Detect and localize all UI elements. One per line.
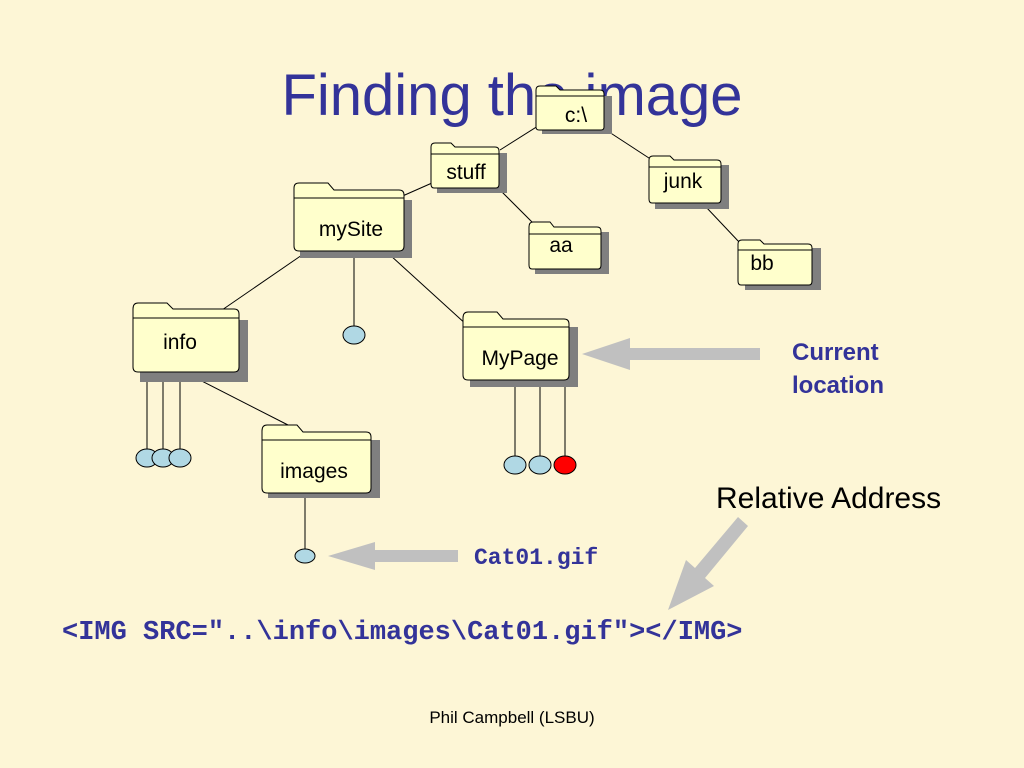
file-node-info-3[interactable] (168, 448, 192, 468)
footer-credit: Phil Campbell (LSBU) (429, 708, 595, 727)
folder-bb-label: bb (750, 252, 773, 275)
folder-mysite-label: mySite (319, 218, 383, 241)
file-node-mysite[interactable] (342, 325, 366, 345)
file-node-cat01[interactable] (294, 548, 316, 564)
current-location-line1: Current (792, 339, 879, 366)
relative-address-label: Relative Address (716, 482, 942, 515)
img-code-line: <IMG SRC="..\info\images\Cat01.gif"></IM… (62, 618, 743, 648)
folder-junk[interactable]: junk (648, 155, 729, 209)
connector-junk-bb (705, 206, 741, 244)
folder-aa[interactable]: aa (528, 221, 609, 274)
folder-images[interactable]: images (261, 424, 380, 498)
slide-title: Finding the image (281, 63, 743, 128)
folder-c[interactable]: c:\ (535, 85, 612, 134)
tree-connectors (146, 125, 741, 549)
folder-aa-label: aa (549, 234, 573, 257)
connector-c-stuff (499, 125, 539, 151)
folder-images-label: images (280, 460, 348, 483)
folder-info-label: info (163, 331, 197, 354)
folder-c-label: c:\ (565, 104, 587, 127)
current-location-label: Current location (792, 336, 884, 402)
folder-stuff[interactable]: stuff (430, 142, 507, 193)
file-nodes (135, 325, 577, 564)
folder-mypage[interactable]: MyPage (462, 311, 578, 387)
current-location-line2: location (792, 372, 885, 399)
connector-mysite-mypage (389, 254, 469, 327)
target-file-label: Cat01.gif (474, 545, 599, 571)
folder-info[interactable]: info (132, 302, 248, 382)
connector-stuff-aa (499, 189, 538, 228)
folder-mysite[interactable]: mySite (293, 182, 412, 258)
connector-info-images (189, 374, 289, 426)
folder-bb[interactable]: bb (737, 239, 821, 290)
connector-c-junk (605, 129, 653, 161)
connector-mysite-info (221, 254, 303, 311)
file-node-mypage-current[interactable] (553, 455, 577, 475)
relative-address-arrow (668, 517, 748, 610)
folder-mypage-label: MyPage (481, 347, 558, 370)
file-node-mypage-1[interactable] (503, 455, 527, 475)
folder-stuff-label: stuff (446, 161, 485, 184)
cat01-arrow (328, 542, 458, 570)
file-node-mypage-2[interactable] (528, 455, 552, 475)
current-location-arrow (582, 338, 760, 370)
folder-junk-label: junk (663, 170, 703, 193)
